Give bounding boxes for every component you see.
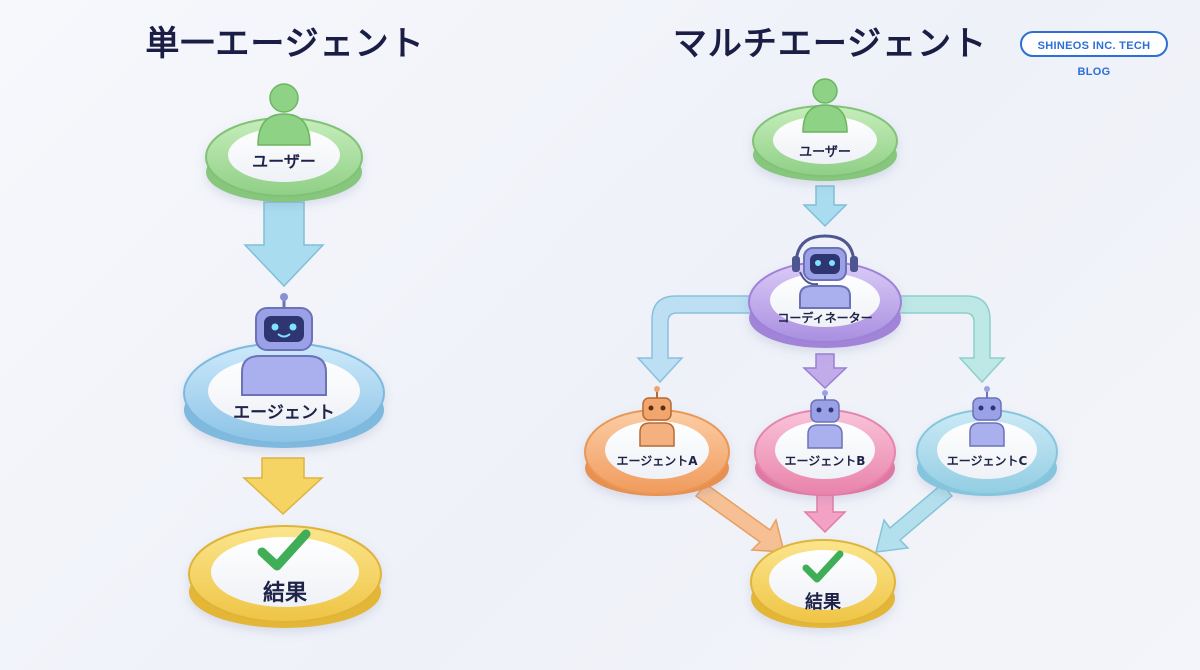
single-agent-robot-icon [241,293,327,396]
multi-agent-title: マルチエージェント [672,24,988,64]
multi-user-label: ユーザー [799,145,851,160]
multi-check-icon [802,550,844,583]
single-agent-label: エージェント [233,403,335,423]
arrow-user-to-agent [243,201,325,288]
single-check-icon [257,529,311,571]
single-user-icon [257,83,311,146]
arrow-coordinator-to-agent-b [802,353,848,390]
multi-user-node [752,105,898,181]
single-agent-title: 単一エージェント [145,24,425,64]
coordinator-label: コーディネーター [777,310,872,325]
arrow-agent-a-to-result [694,482,785,553]
single-user-label: ユーザー [252,152,316,171]
arrow-agent-to-result [242,457,324,516]
coordinator-headset-robot-icon [792,234,858,309]
agent-b-robot-icon [807,390,843,449]
agent-c-label: エージェントC [947,454,1028,468]
agent-c-node [916,409,1058,496]
arrow-coordinator-to-agent-a [636,295,753,384]
agent-b-node [754,409,896,496]
arrow-user-to-coordinator [802,185,848,228]
agent-a-robot-icon [639,386,675,447]
single-user-node [205,117,363,202]
agent-b-label: エージェントB [785,454,866,468]
single-result-node [188,525,382,628]
multi-result-label: 結果 [805,591,842,613]
multi-user-icon [802,78,848,133]
arrow-agent-c-to-result [875,482,954,553]
agent-a-label: エージェントA [616,454,698,468]
arrow-coordinator-to-agent-c [897,295,1006,384]
agent-a-node [584,409,730,496]
multi-result-node [750,539,896,628]
blog-badge: SHINEOS INC. TECH BLOG [1020,31,1168,78]
agent-c-robot-icon [969,386,1005,447]
single-result-label: 結果 [263,580,307,606]
